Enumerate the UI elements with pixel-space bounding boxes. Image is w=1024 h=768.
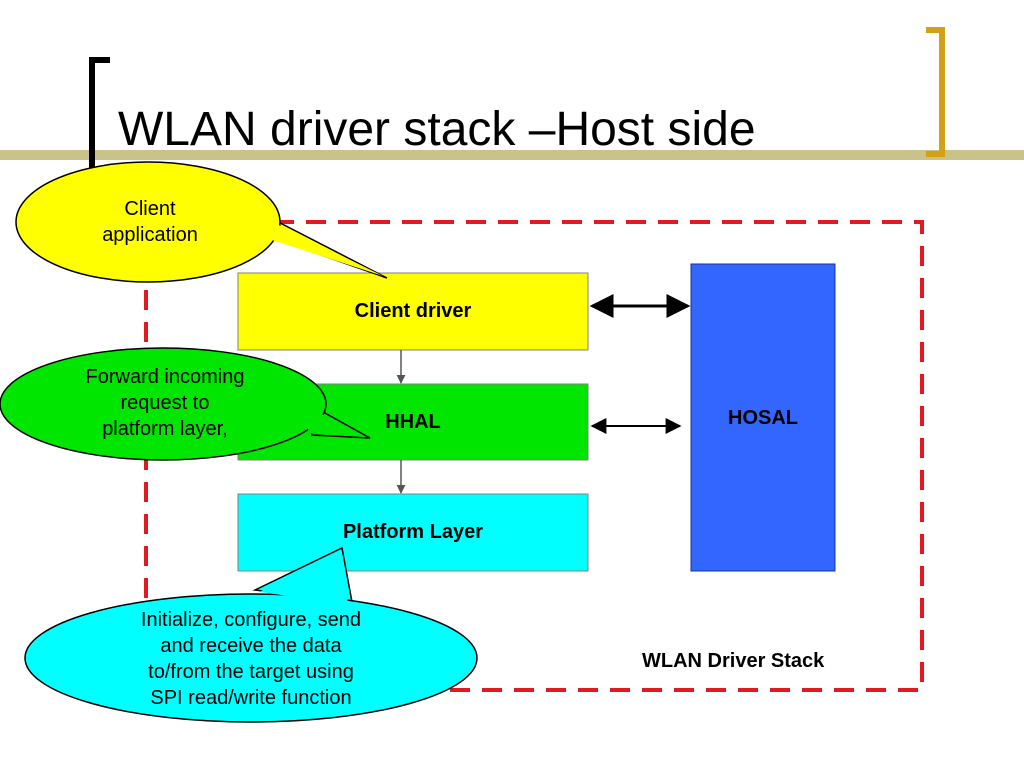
wlan-driver-stack-label: WLAN Driver Stack [642, 650, 825, 672]
client-driver-box [237, 272, 589, 351]
title-accent-bar [0, 150, 1024, 160]
client-application-callout [15, 161, 388, 283]
initialize-callout [24, 546, 478, 723]
slide-title: WLAN driver stack –Host side [118, 103, 756, 156]
right-bracket [926, 27, 945, 157]
forward-request-callout [0, 347, 371, 461]
platform-layer-box [237, 493, 589, 572]
hosal-box [690, 263, 836, 572]
left-bracket [89, 57, 110, 181]
